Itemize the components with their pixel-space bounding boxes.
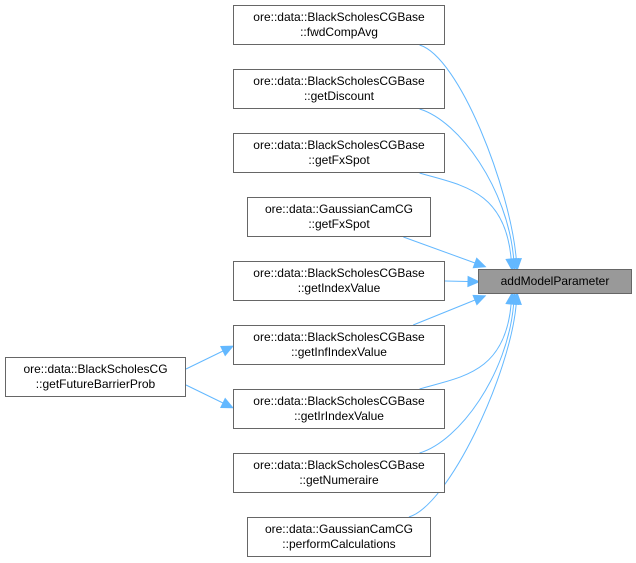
node-gcam-getFxSpot[interactable]: ore::data::GaussianCamCG ::getFxSpot	[247, 197, 431, 237]
node-label-line2: ::performCalculations	[282, 537, 396, 551]
node-getNumeraire[interactable]: ore::data::BlackScholesCGBase ::getNumer…	[233, 453, 445, 493]
node-label-line2: ::getFxSpot	[308, 217, 370, 231]
node-label-line1: ore::data::BlackScholesCGBase	[253, 266, 425, 280]
edge-l0-to-c5	[185, 350, 224, 370]
node-label-line2: ::getIndexValue	[297, 281, 381, 295]
edge-c5-to-main	[413, 299, 476, 326]
node-label-line1: ore::data::BlackScholesCGBase	[253, 330, 425, 344]
node-label-line2: ::getFxSpot	[308, 153, 370, 167]
arrowhead-icon	[505, 258, 517, 272]
arrowhead-icon	[472, 257, 487, 269]
node-getFutureBarrierProb[interactable]: ore::data::BlackScholesCG ::getFutureBar…	[5, 357, 186, 397]
node-fwdCompAvg[interactable]: ore::data::BlackScholesCGBase ::fwdCompA…	[233, 5, 445, 45]
arrowhead-icon	[472, 294, 487, 306]
edge-c1-to-main	[419, 108, 515, 260]
node-addModelParameter[interactable]: addModelParameter	[478, 269, 632, 294]
node-label-line2: ::getIrIndexValue	[294, 409, 384, 423]
edge-c7-to-main	[419, 303, 515, 454]
node-label-line2: ::getInfIndexValue	[291, 345, 387, 359]
arrowhead-icon	[510, 291, 522, 305]
arrowhead-icon	[467, 275, 481, 288]
edge-c2-to-main	[419, 172, 512, 260]
edge-c0-to-main	[419, 44, 517, 260]
arrowhead-icon	[220, 397, 234, 409]
node-bs-getFxSpot[interactable]: ore::data::BlackScholesCGBase ::getFxSpo…	[233, 133, 445, 173]
node-label-line2: ::getFutureBarrierProb	[35, 377, 156, 391]
node-label-line1: ore::data::GaussianCamCG	[264, 202, 414, 216]
node-label-line2: ::fwdCompAvg	[300, 25, 378, 39]
node-label-line1: ore::data::BlackScholesCGBase	[253, 138, 425, 152]
edge-c8-to-main	[408, 303, 517, 518]
node-label-line1: ore::data::BlackScholesCG	[23, 362, 168, 376]
node-label-line2: ::getNumeraire	[299, 473, 379, 487]
edge-c4-to-main	[444, 280, 469, 282]
node-label-line1: ore::data::BlackScholesCGBase	[253, 458, 425, 472]
node-label-line1: ore::data::GaussianCamCG	[264, 522, 414, 536]
node-performCalculations[interactable]: ore::data::GaussianCamCG ::performCalcul…	[247, 517, 431, 557]
edge-c3-to-main	[403, 236, 476, 264]
node-label-line1: ore::data::BlackScholesCGBase	[253, 394, 425, 408]
node-getDiscount[interactable]: ore::data::BlackScholesCGBase ::getDisco…	[233, 69, 445, 109]
node-getIrIndexValue[interactable]: ore::data::BlackScholesCGBase ::getIrInd…	[233, 389, 445, 429]
node-getInfIndexValue[interactable]: ore::data::BlackScholesCGBase ::getInfIn…	[233, 325, 445, 365]
node-label-line1: ore::data::BlackScholesCGBase	[253, 10, 425, 24]
edge-l0-to-c6	[185, 384, 224, 404]
node-getIndexValue[interactable]: ore::data::BlackScholesCGBase ::getIndex…	[233, 261, 445, 301]
edge-c6-to-main	[419, 303, 512, 390]
node-label-line2: ::getDiscount	[303, 89, 375, 103]
node-label-line1: ore::data::BlackScholesCGBase	[253, 74, 425, 88]
arrowhead-icon	[220, 345, 234, 357]
node-label: addModelParameter	[500, 274, 610, 288]
